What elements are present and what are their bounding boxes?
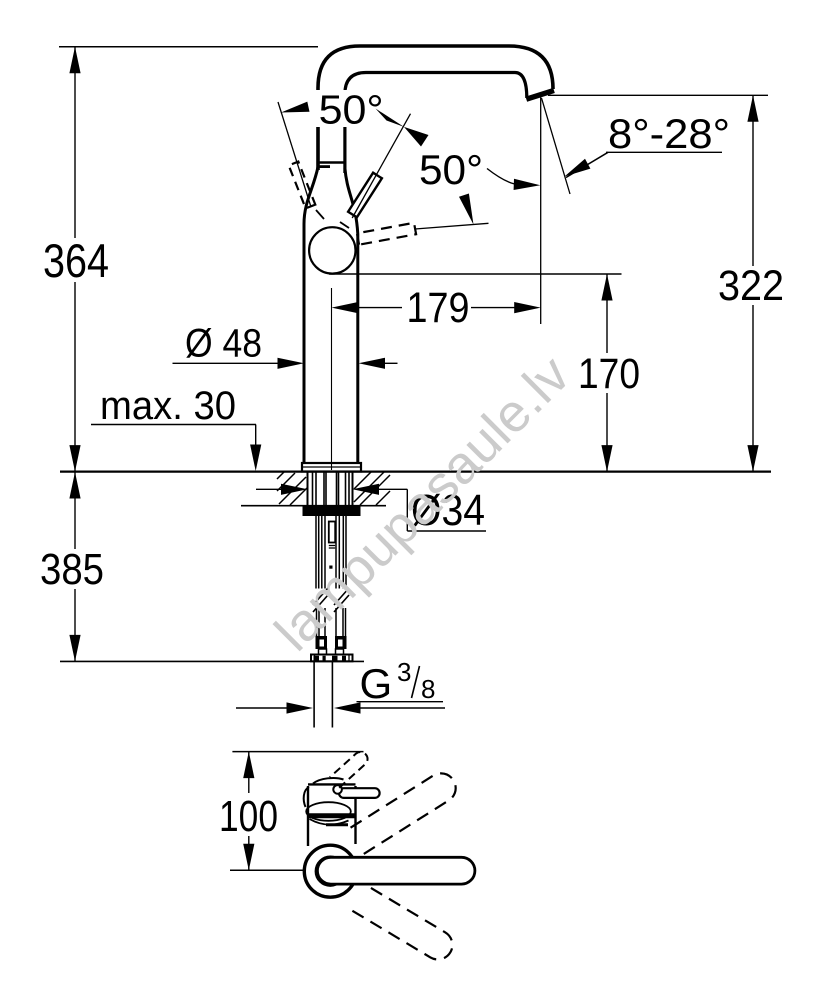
svg-text:322: 322: [718, 262, 784, 310]
svg-text:50°: 50°: [419, 146, 483, 193]
svg-text:385: 385: [40, 545, 104, 594]
svg-text:179: 179: [407, 284, 470, 332]
svg-text:Ø34: Ø34: [411, 486, 485, 535]
svg-text:100: 100: [219, 792, 278, 841]
svg-text:G: G: [360, 660, 393, 707]
svg-text:364: 364: [43, 234, 109, 287]
svg-text:170: 170: [578, 350, 640, 398]
svg-text:8: 8: [421, 674, 435, 704]
svg-text:3: 3: [397, 657, 411, 687]
svg-text:max. 30: max. 30: [100, 384, 236, 428]
svg-text:50°: 50°: [319, 87, 384, 133]
svg-text:Ø 48: Ø 48: [185, 322, 262, 366]
svg-text:8°-28°: 8°-28°: [608, 110, 730, 157]
